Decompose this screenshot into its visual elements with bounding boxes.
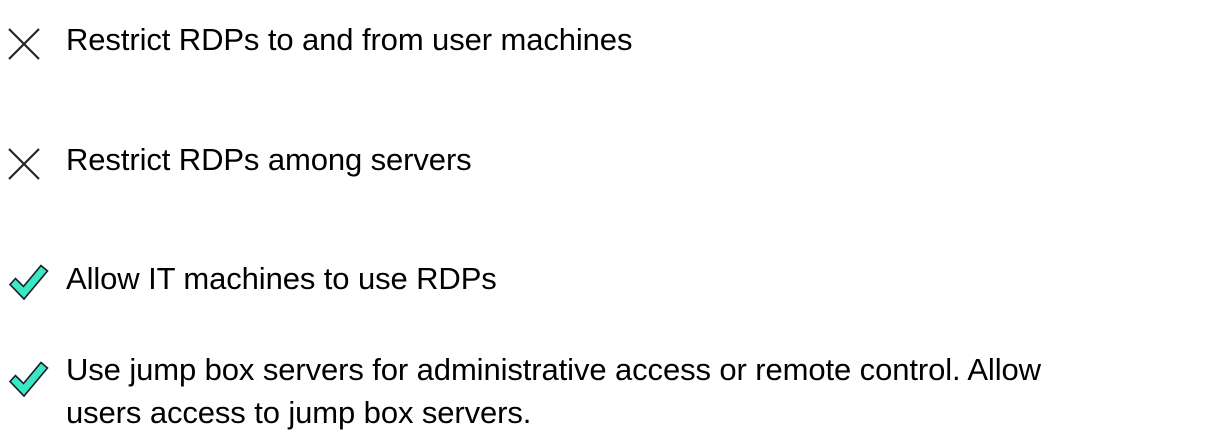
list-item-label: Restrict RDPs to and from user machines <box>66 22 633 57</box>
list-item: Restrict RDPs among servers <box>0 138 472 182</box>
check-icon <box>0 348 66 400</box>
check-icon <box>0 257 66 303</box>
list-item: Restrict RDPs to and from user machines <box>0 18 632 62</box>
cross-icon <box>0 18 66 62</box>
list-item: Allow IT machines to use RDPs <box>0 257 497 303</box>
list-item-label: Allow IT machines to use RDPs <box>66 261 497 296</box>
list-item: Use jump box servers for administrative … <box>0 348 1041 434</box>
cross-icon <box>0 138 66 182</box>
list-item-label: Restrict RDPs among servers <box>66 142 472 177</box>
list-item-label: Use jump box servers for administrative … <box>66 352 1041 430</box>
